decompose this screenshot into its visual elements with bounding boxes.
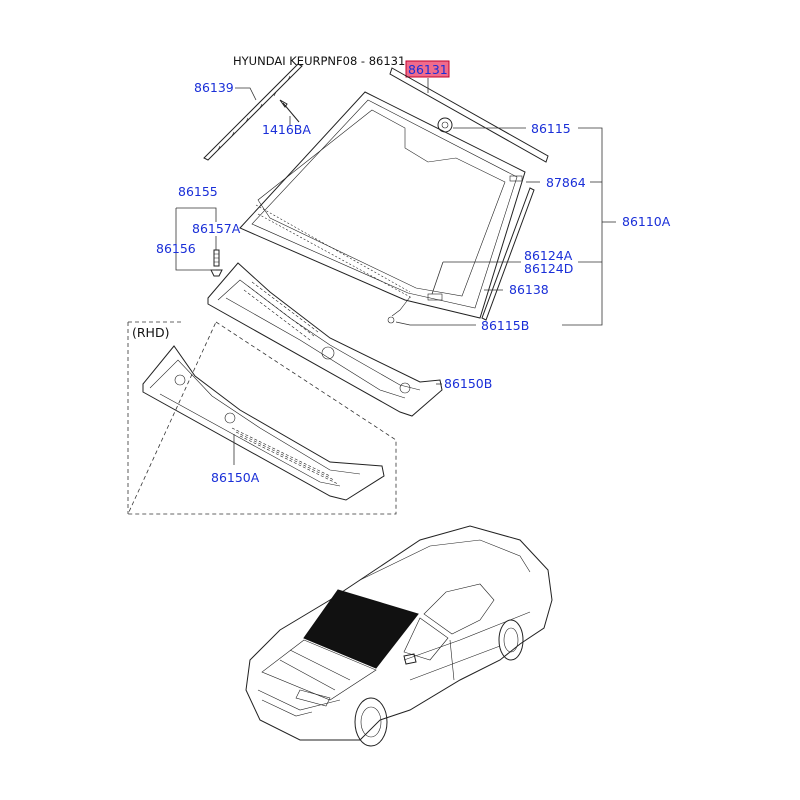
label-86115[interactable]: 86115 [531, 121, 571, 136]
label-rhd: (RHD) [132, 325, 169, 340]
label-1416ba[interactable]: 1416BA [262, 122, 311, 137]
fastener-86156 [210, 249, 223, 277]
label-86139[interactable]: 86139 [194, 80, 234, 95]
label-86124d[interactable]: 86124D [524, 261, 573, 276]
car-windshield [303, 589, 419, 669]
label-87864[interactable]: 87864 [546, 175, 586, 190]
label-86155[interactable]: 86155 [178, 184, 218, 199]
left-windshield-moulding [203, 63, 303, 161]
windshield-side-moulding [481, 187, 535, 321]
highlighted-part-label[interactable]: 86131 [405, 60, 450, 78]
label-86156[interactable]: 86156 [156, 241, 196, 256]
windshield-glass [239, 91, 526, 319]
cowl-top-cover-rhd [142, 345, 385, 501]
leader-lines [175, 87, 616, 465]
car-illustration [245, 525, 553, 747]
label-86157a[interactable]: 86157A [192, 221, 241, 236]
label-86150a[interactable]: 86150A [211, 470, 260, 485]
windshield-top-moulding [389, 67, 549, 163]
label-86115b[interactable]: 86115B [481, 318, 529, 333]
label-86124a[interactable]: 86124A [524, 248, 573, 263]
label-86150b[interactable]: 86150B [444, 376, 492, 391]
diagram-title: HYUNDAI KEURPNF08 - 86131 [233, 54, 405, 68]
rain-sensor-wiring [387, 296, 411, 324]
fastener-clip [279, 99, 300, 123]
label-86138[interactable]: 86138 [509, 282, 549, 297]
rhd-variant-box [127, 321, 397, 515]
cowl-top-cover-lhd [207, 262, 443, 417]
label-86110a[interactable]: 86110A [622, 214, 671, 229]
highlighted-part-number: 86131 [408, 62, 448, 77]
